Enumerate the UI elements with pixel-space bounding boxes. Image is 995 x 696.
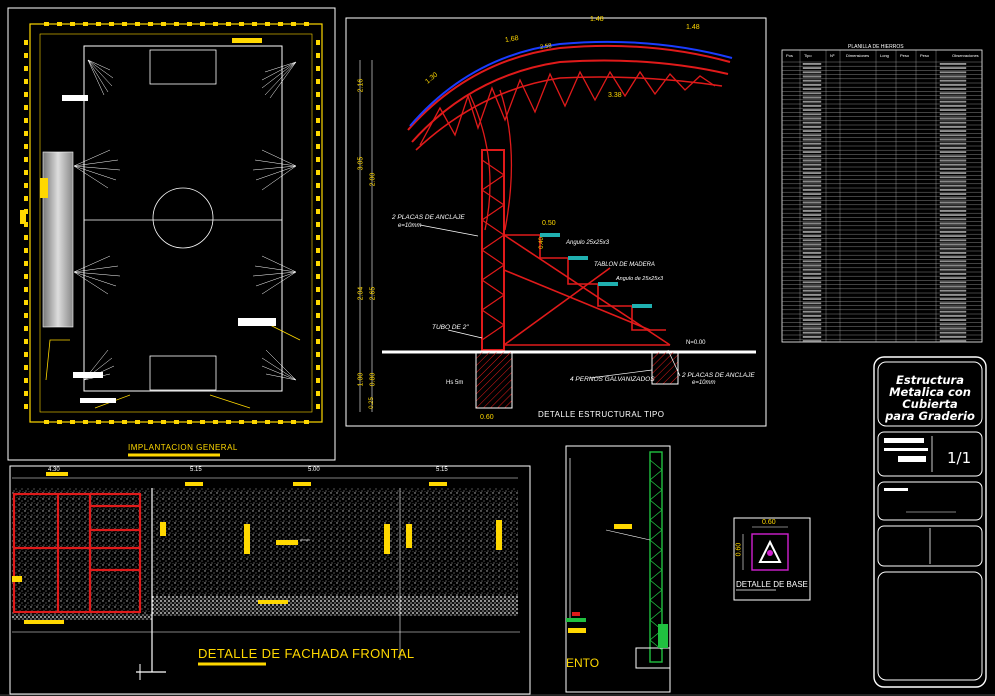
dim-148b: 1.48 [686,24,700,31]
facade-dim-b: 5.15 [190,467,202,473]
anchor-plates-bottom-thickness: e=10mm [692,380,716,386]
schedule-header-0: Pos [786,53,793,58]
project-title-line4: para Graderio [885,409,975,423]
project-title-line3: Cubierta [902,397,958,411]
schedule-header-7: Observaciones [952,53,979,58]
schedule-header-4: Long [880,53,889,58]
level-label: N=0.00 [686,340,706,346]
structural-detail-title: DETALLE ESTRUCTURAL TIPO [538,410,665,419]
angle-label-2: Angulo de 25x25x3 [616,276,664,282]
dim-265: 2.65 [369,286,377,301]
dim-148: 1.48 [590,16,604,23]
structural-detail-panel [345,17,767,427]
dim-216: 2.16 [357,78,365,93]
anchor-plates-thickness: e=10mm [398,223,422,229]
dim-040: 0.40 [538,237,545,249]
facade-dim-c: 5.00 [308,467,320,473]
dim-080: 0.80 [369,372,377,387]
tube-label: TUBO DE 2" [432,324,469,331]
dim-338: 3.38 [608,92,622,99]
project-title-line2: Metalica con [889,385,971,399]
site-plan-panel [7,7,336,461]
facade-title: DETALLE DE FACHADA FRONTAL [198,646,415,661]
site-plan-title: IMPLANTACION GENERAL [128,443,238,452]
dim-050: 0.50 [542,220,556,227]
dim-100: 1.00 [357,372,365,387]
rebar-schedule [781,49,983,343]
plank-label: TABLON DE MADERA [594,262,655,268]
schedule-header-6: Peso [920,53,930,58]
dim-025: 0.25 [368,397,375,409]
schedule-header-1: Tipo [804,53,812,58]
facade-dim-d: 5.15 [436,467,448,473]
facade-panel [9,465,531,695]
dim-204: 2.04 [357,286,365,301]
base-detail [733,517,811,601]
schedule-header-3: Dimensiones [846,53,870,58]
facade-dim-a: 4.30 [48,467,60,473]
title-block [873,356,987,688]
anchor-plates-label: 2 PLACAS DE ANCLAJE [392,214,465,221]
dim-305: 3.05 [357,156,365,171]
anchor-plates-bottom-label: 2 PLACAS DE ANCLAJE [682,372,755,379]
base-dim-h: 0.60 [735,542,743,557]
dim-060: 0.60 [480,414,494,421]
schedule-header-2: Nº [830,53,835,58]
partial-title: ENTO [566,656,600,670]
dim-200: 2.00 [369,172,377,187]
bolts-label: 4 PERNOS GALVANIZADOS [570,376,655,383]
base-detail-title: DETALLE DE BASE [736,580,808,589]
schedule-header-5: Peso [900,53,910,58]
base-dim-w: 0.60 [762,519,776,526]
column-partial-detail [565,445,671,693]
project-title-line1: Estructura [896,373,964,387]
hs-label: Hs 5m [446,380,464,386]
sheet-number: 1/1 [947,449,972,467]
angle-label-1: Angulo 25x25x3 [566,240,610,246]
schedule-title: PLANILLA DE HIERROS [848,44,904,50]
